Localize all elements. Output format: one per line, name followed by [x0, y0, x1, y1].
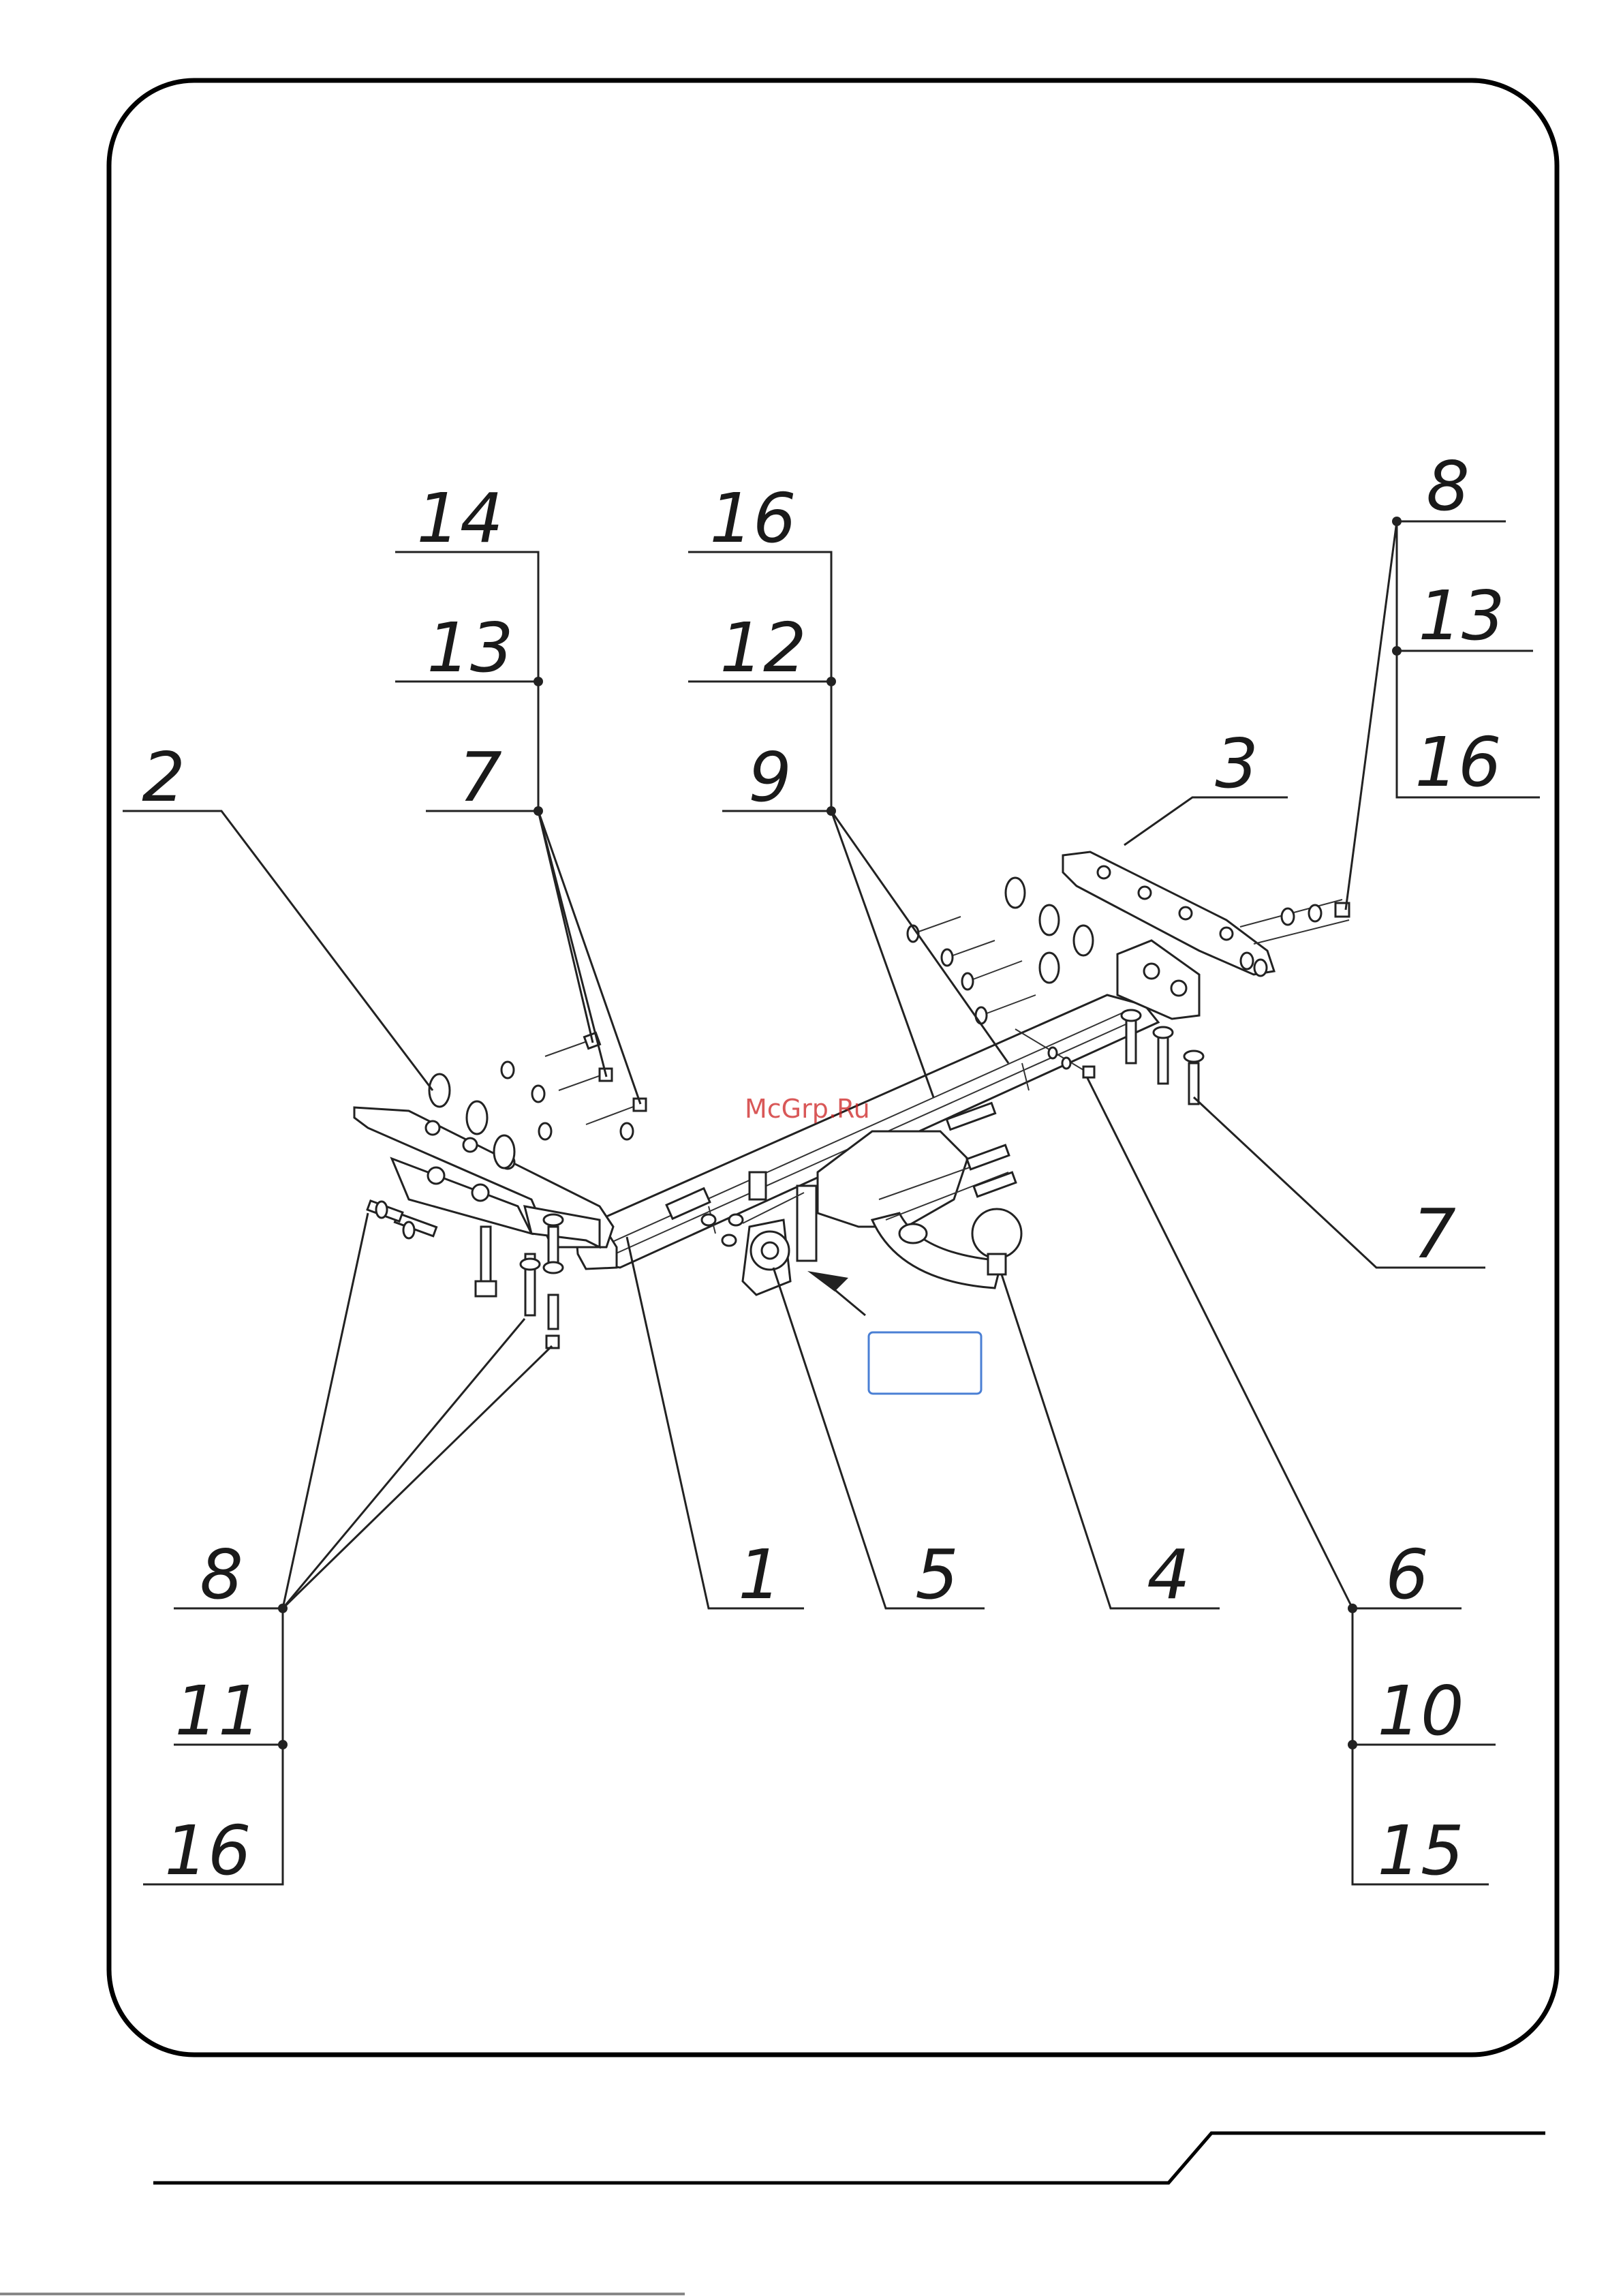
footer-rule: [153, 2133, 1545, 2183]
watermark-text: McGrp.Ru: [745, 1094, 870, 1124]
label-2: 2: [142, 737, 185, 817]
label-7-left: 7: [459, 737, 502, 817]
label-7-right: 7: [1412, 1194, 1456, 1274]
label-8-left: 8: [200, 1535, 243, 1614]
label-12: 12: [720, 608, 806, 688]
label-13-right: 13: [1418, 576, 1504, 656]
right-bracket-part: [1063, 852, 1274, 1019]
tow-hook-part: [749, 1103, 1021, 1288]
label-9: 9: [748, 737, 792, 817]
blank-callout-box: [869, 1332, 981, 1394]
crossbar-part: [576, 995, 1158, 1269]
label-13-left: 13: [427, 608, 513, 688]
label-5: 5: [915, 1535, 959, 1614]
label-16-bottom: 16: [164, 1811, 251, 1891]
label-16-right: 16: [1415, 722, 1501, 802]
label-11: 11: [174, 1671, 261, 1751]
label-15: 15: [1377, 1811, 1464, 1891]
label-4: 4: [1147, 1535, 1190, 1614]
drawing-frame: [109, 80, 1557, 2055]
right-vertical-bolts: [1122, 1010, 1203, 1104]
label-3: 3: [1215, 724, 1258, 803]
label-6: 6: [1385, 1535, 1429, 1614]
label-8-right: 8: [1426, 446, 1470, 526]
label-16-top: 16: [709, 478, 796, 558]
pointer-arrow: [807, 1271, 865, 1315]
label-1: 1: [738, 1535, 782, 1614]
label-14: 14: [416, 478, 503, 558]
label-10: 10: [1377, 1671, 1464, 1751]
